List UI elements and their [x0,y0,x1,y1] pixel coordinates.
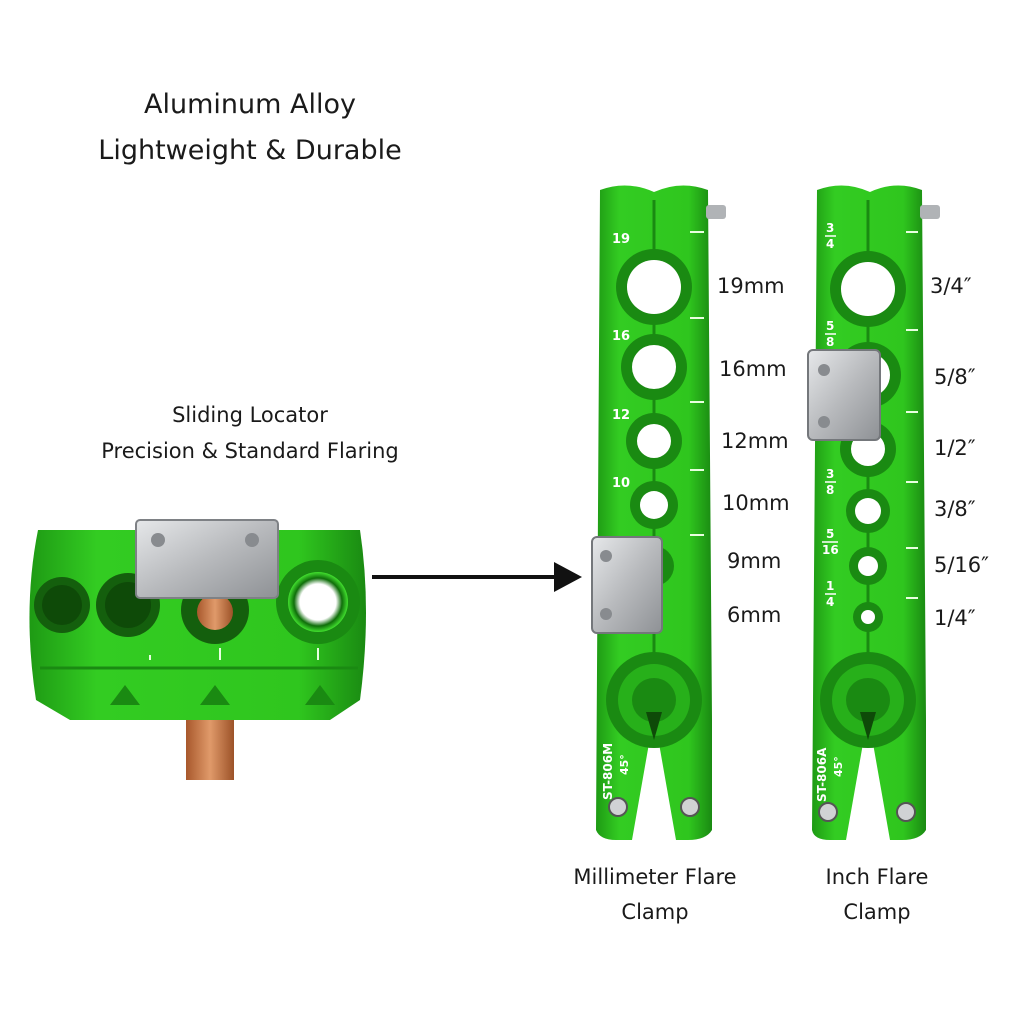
mm-size-9: 9mm [727,549,782,573]
inch-engraved-num-5: 1 [826,579,834,593]
headline-line-2: Lightweight & Durable [98,135,402,166]
inch-engraved-den-5: 4 [826,595,834,609]
inch-size-1-2: 1/2″ [934,436,976,460]
mm-caption-line-1: Millimeter Flare [573,865,737,889]
mm-engraved-16: 16 [612,329,630,344]
mm-size-16: 16mm [719,357,787,381]
mm-engraved-12: 12 [612,408,630,423]
inch-clamp-illustration: 3 4 5 8 3 8 5 16 1 4 ST-806A 45° [807,185,940,841]
inch-model-engraving: ST-806A [815,747,829,802]
mm-size-10: 10mm [722,491,790,515]
mm-engraved-19: 19 [612,232,630,247]
inch-size-1-4: 1/4″ [934,606,976,630]
mm-model-engraving: ST-806M [601,743,615,800]
mm-angle-engraving: 45° [618,754,631,775]
inch-engraved-num-2: 5 [826,319,834,333]
inch-engraved-den-2: 8 [826,335,834,349]
inch-size-5-8: 5/8″ [934,365,976,389]
inch-size-5-16: 5/16″ [934,553,990,577]
inch-engraved-den-1: 4 [826,237,834,251]
locator-title: Sliding Locator [172,403,328,427]
inch-angle-engraving: 45° [832,756,845,777]
closeup-slider [135,519,279,599]
inch-engraved-den-4: 16 [822,543,839,557]
inch-size-3-8: 3/8″ [934,497,976,521]
mm-size-12: 12mm [721,429,789,453]
inch-caption-line-1: Inch Flare [825,865,929,889]
locator-subtitle: Precision & Standard Flaring [101,439,399,463]
headline-line-1: Aluminum Alloy [144,89,356,120]
mm-size-6: 6mm [727,603,782,627]
mm-clamp-illustration: 19 16 12 10 ST-806M 45° [591,185,726,841]
mm-size-19: 19mm [717,274,785,298]
inch-caption-line-2: Clamp [843,900,911,924]
mm-caption-line-2: Clamp [621,900,689,924]
inch-engraved-num-4: 5 [826,527,834,541]
locator-closeup [29,519,366,780]
inch-engraved-num-3: 3 [826,467,834,481]
pointer-arrow [372,562,582,592]
inch-size-3-4: 3/4″ [930,274,972,298]
mm-engraved-10: 10 [612,476,630,491]
inch-engraved-den-3: 8 [826,483,834,497]
inch-engraved-num-1: 3 [826,221,834,235]
